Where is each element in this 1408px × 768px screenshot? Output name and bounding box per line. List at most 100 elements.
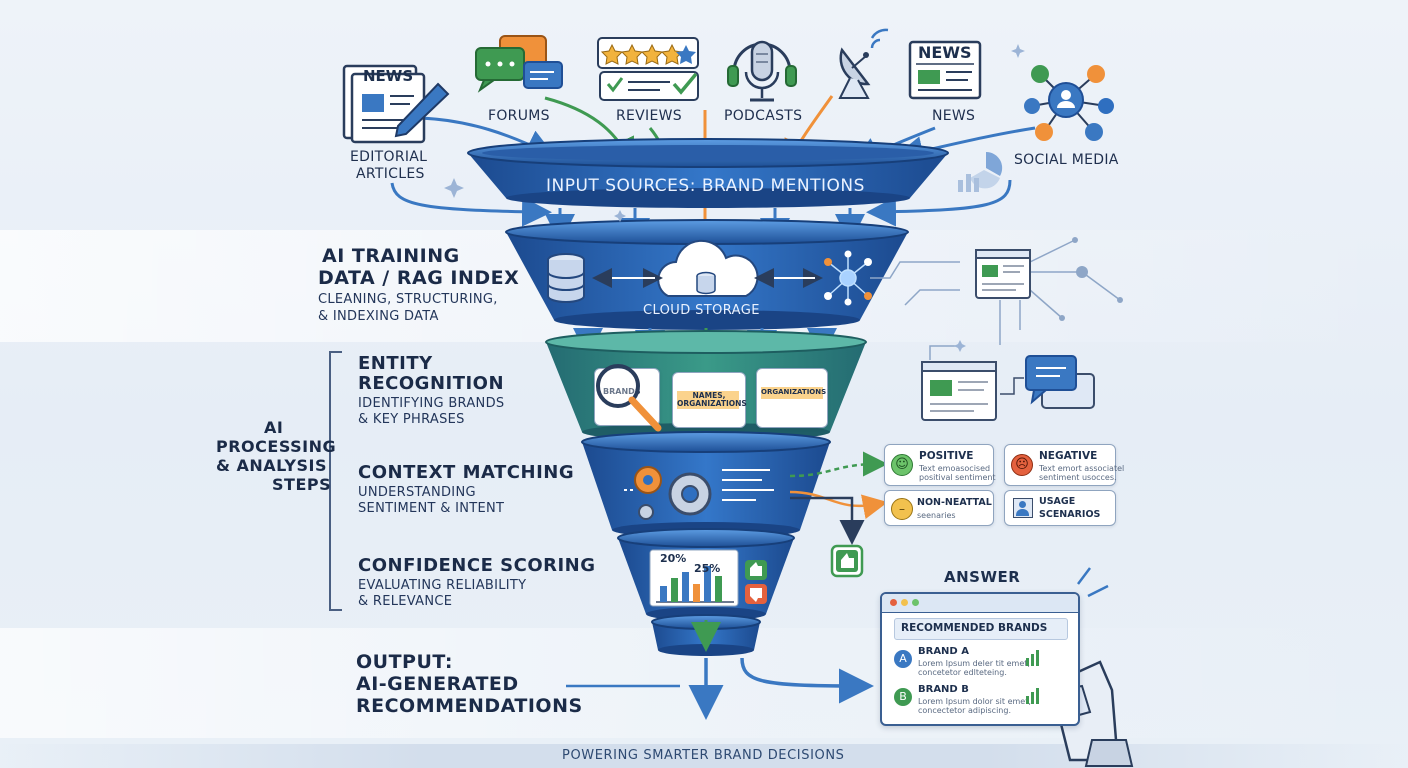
entity-sub-line2: & KEY PHRASES [358,412,465,427]
brand-a-line2: concetetor edlteteing. [918,668,1007,677]
brand-b-badge: B [894,688,912,706]
processing-label-line3: & ANALYSIS [216,456,327,475]
thumbs-up-icon [745,560,767,580]
browser-window-icon [921,361,997,421]
usage-title: USAGE [1039,496,1076,507]
output-title-line3: RECOMMENDATIONS [356,695,583,717]
window-dot-green [912,599,919,606]
newspaper-icon [908,40,982,100]
source-label-podcasts: PODCASTS [724,108,803,124]
answer-heading: ANSWER [944,568,1021,586]
sentiment-card-neutral: – NON-NEATTAL seenaries [884,490,994,526]
score-bar-chart [656,566,734,603]
social-network-icon [1024,65,1114,141]
processing-label-line2: PROCESSING [216,437,337,456]
neutral-sub: seenaries [917,511,956,520]
context-sub-line2: SENTIMENT & INTENT [358,501,505,516]
satellite-dish-icon [838,28,889,99]
entity-card-names: NAMES, ORGANIZATIONS [672,372,747,428]
negative-sub-line1: Text emort associatel [1039,464,1125,473]
chat-bubble-icon [1025,355,1095,409]
score-label-25: 25% [694,562,721,575]
network-node-icon [824,250,872,306]
mini-bar-chart-icon [1026,688,1039,704]
smile-icon: ☺ [891,454,913,476]
text-lines-icon [722,469,774,501]
sparkle-icons [444,44,1025,352]
microphone-headphones-icon [727,40,797,102]
browser-window-icon [975,249,1031,299]
footer-band [0,744,1408,768]
source-label-forums: FORUMS [488,108,550,124]
database-icon [547,253,585,303]
neutral-title: NON-NEATTAL [917,497,992,508]
usage-sub: SCENARIOS [1039,509,1101,520]
positive-title: POSITIVE [919,450,974,462]
output-title-line1: OUTPUT: [356,651,453,673]
entity-card-orgs-label: ORGANIZATIONS [761,388,827,396]
circuit-lines [870,239,1121,360]
processing-bracket [329,351,342,611]
context-title: CONTEXT MATCHING [358,462,575,483]
answer-window-titlebar [882,594,1078,613]
entity-sub-line1: IDENTIFYING BRANDS [358,396,505,411]
entity-card-names-label: NAMES, ORGANIZATIONS [677,391,747,408]
sentiment-card-usage: USAGE SCENARIOS [1004,490,1116,526]
entity-card-orgs: ORGANIZATIONS [756,368,828,428]
source-label-news: NEWS [932,108,976,124]
highlight-mark [761,387,823,399]
funnel-tier-context [581,431,831,538]
brand-b-line1: Lorem Ipsum dolor sit emet, [918,697,1031,706]
confidence-sub-line1: EVALUATING RELIABILITY [358,578,527,593]
star-rating-icon [597,37,699,101]
magnifier-icon [596,364,662,432]
processing-label-line4: STEPS [272,475,332,494]
pie-chart-icon [958,151,1003,192]
training-title-line2: DATA / RAG INDEX [318,267,520,289]
source-label-editorial-line2: ARTICLES [356,166,425,182]
chat-bubbles-icon [475,35,563,93]
output-title-line2: AI-GENERATED [356,673,519,695]
output-arrows [566,657,874,720]
training-title-line1: AI TRAINING [322,245,460,267]
source-label-reviews: REVIEWS [616,108,682,124]
source-label-social: SOCIAL MEDIA [1014,152,1119,168]
window-dot-yellow [901,599,908,606]
frown-icon: ☹ [1011,454,1033,476]
mini-bar-chart-icon [1026,650,1039,666]
funnel-input-label: INPUT SOURCES: BRAND MENTIONS [546,176,865,196]
neutral-face-icon: – [891,498,913,520]
thumbs-down-icon [745,584,767,604]
entity-title-line1: ENTITY [358,353,433,374]
brand-a-line1: Lorem Ipsum deler tit emet, [918,659,1030,668]
window-dot-red [890,599,897,606]
confidence-title: CONFIDENCE SCORING [358,555,596,576]
user-icon [1013,498,1033,518]
recommended-header: RECOMMENDED BRANDS [894,618,1068,640]
footer-text: POWERING SMARTER BRAND DECISIONS [562,748,845,763]
funnel-tier-training [505,219,909,330]
brand-b-name: BRAND B [918,684,969,695]
funnel-tier-input [467,138,949,208]
newspaper-pen-icon [342,64,450,144]
sentiment-card-negative: ☹ NEGATIVE Text emort associatel sentime… [1004,444,1124,486]
gear-icon [634,466,712,520]
training-sub-line1: CLEANING, STRUCTURING, [318,292,498,307]
brand-a-badge: A [894,650,912,668]
entity-title-line2: RECOGNITION [358,373,505,394]
sparkle-lines [1077,567,1109,598]
training-sub-line2: & INDEXING DATA [318,309,439,324]
score-label-20: 20% [660,552,687,565]
sentiment-card-positive: ☺ POSITIVE Text emoasocised positival se… [884,444,996,486]
context-sub-line1: UNDERSTANDING [358,485,476,500]
processing-label-line1: AI [264,418,284,437]
thumbs-up-output-icon [830,544,864,578]
negative-sub-line2: sentiment usocces. [1039,473,1117,482]
editorial-news-badge: NEWS [363,67,414,85]
brand-a-name: BRAND A [918,646,969,657]
positive-sub-line2: positival sentiment [919,473,996,482]
brand-b-line2: concectetor adipiscing. [918,706,1011,715]
confidence-sub-line2: & RELEVANCE [358,594,453,609]
